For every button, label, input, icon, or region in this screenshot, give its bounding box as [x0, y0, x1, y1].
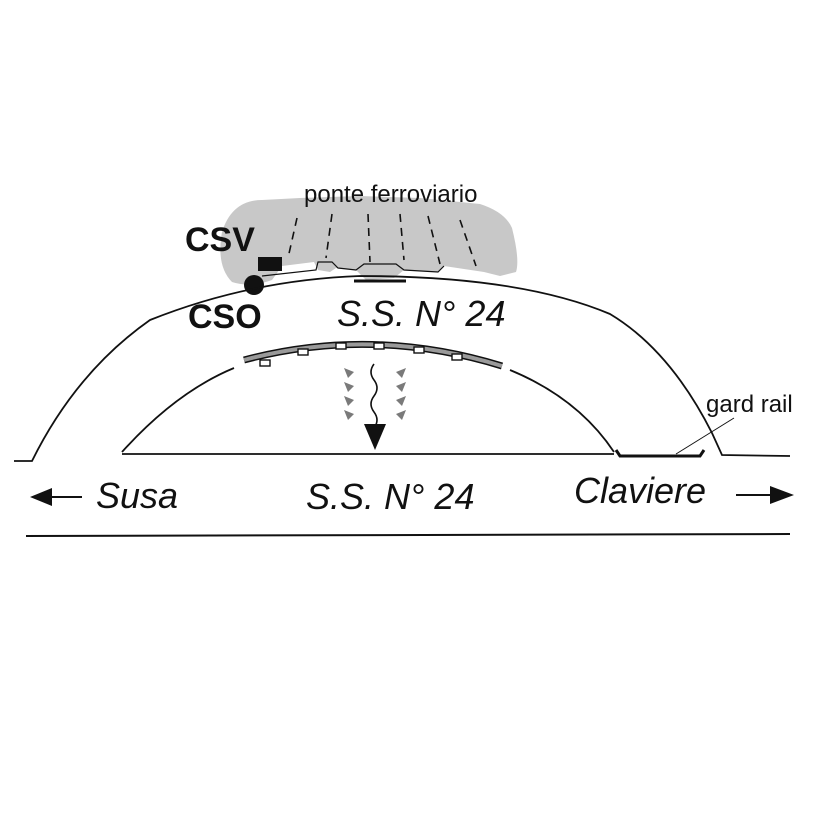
susa-label: Susa — [96, 475, 178, 516]
ground-outer-profile — [14, 275, 791, 462]
vibration-indicator — [344, 363, 406, 450]
csv-label: CSV — [185, 221, 255, 259]
csv-sensor-marker — [258, 257, 282, 271]
seepage-chevrons-right — [396, 368, 406, 420]
guard-rail — [614, 417, 735, 458]
bridge-body — [220, 196, 518, 285]
bridge-joints — [287, 213, 477, 267]
lining-anchors — [259, 342, 463, 367]
wave-arrow-shaft — [370, 363, 378, 431]
bridge-label: ponte ferroviario — [304, 181, 477, 208]
lower-road-label: S.S. N° 24 — [306, 476, 474, 517]
guard-rail-label: gard rail — [706, 391, 793, 418]
seepage-chevrons-left — [344, 368, 354, 420]
bridge-base-line — [261, 261, 445, 277]
claviere-label: Claviere — [574, 470, 706, 511]
cso-label: CSO — [188, 298, 262, 336]
tunnel-lining — [243, 340, 504, 370]
upper-road-label: S.S. N° 24 — [337, 293, 505, 334]
guard-rail-leader — [675, 417, 735, 455]
down-arrow-icon — [364, 424, 386, 450]
railway-bridge — [220, 196, 518, 285]
left-arrow-icon — [30, 488, 82, 506]
cso-sensor-marker — [244, 275, 264, 295]
road-baseline — [25, 533, 791, 537]
tunnel-inner-arch — [121, 367, 615, 453]
right-arrow-icon — [736, 486, 794, 504]
